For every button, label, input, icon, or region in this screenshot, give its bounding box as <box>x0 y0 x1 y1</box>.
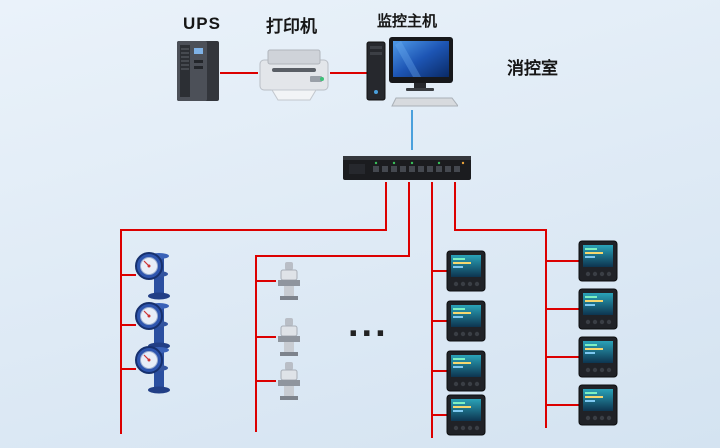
valve-icon <box>272 360 306 402</box>
power-meter-icon <box>578 336 618 378</box>
control-room-label: 消控室 <box>507 59 558 78</box>
water-meter-icon <box>132 250 184 300</box>
power-meter-icon <box>578 288 618 330</box>
ellipsis-label: ... <box>348 303 389 345</box>
valve-icon <box>272 316 306 358</box>
ups-label: UPS <box>183 14 221 33</box>
power-meter-icon <box>578 384 618 426</box>
power-meter-icon <box>578 240 618 282</box>
printer-label: 打印机 <box>266 17 317 36</box>
monitoring-host-label: 监控主机 <box>377 13 438 30</box>
power-meter-icon <box>446 350 486 392</box>
power-meter-icon <box>446 250 486 292</box>
valve-icon <box>272 260 306 302</box>
printer-icon <box>258 46 330 102</box>
power-meter-icon <box>446 394 486 436</box>
water-meter-icon <box>132 344 184 394</box>
network-switch-icon <box>343 150 471 182</box>
monitoring-host-icon <box>366 36 458 108</box>
power-meter-icon <box>446 300 486 342</box>
water-meter-icon <box>132 300 184 350</box>
ups-device-icon <box>176 40 220 102</box>
